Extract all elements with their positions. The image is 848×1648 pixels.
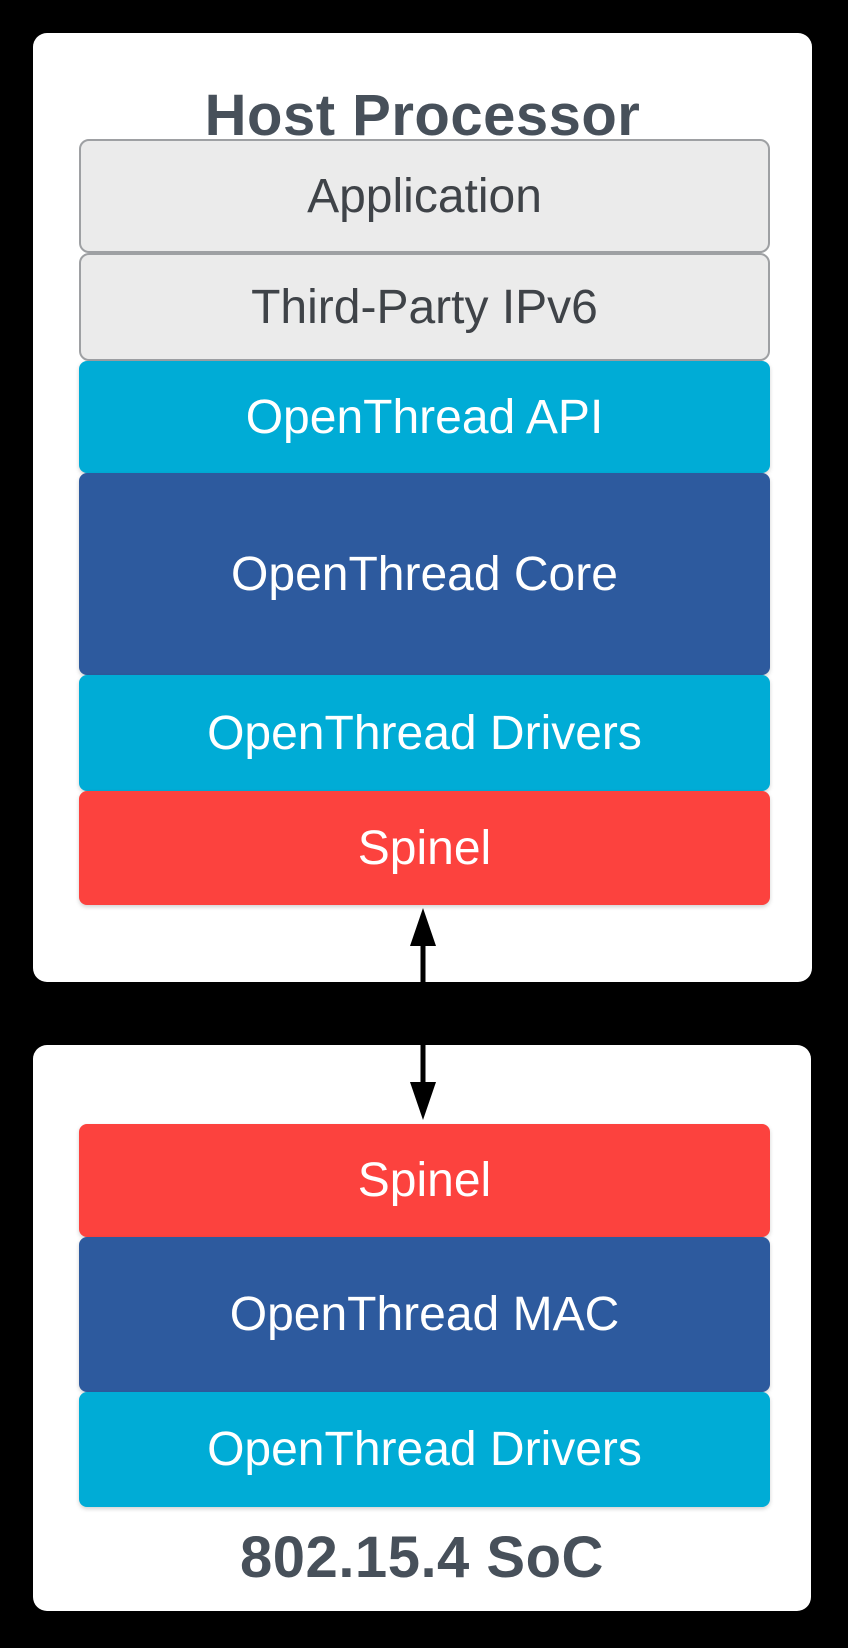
layer-spinel-soc: Spinel — [79, 1124, 770, 1237]
host-processor-title: Host Processor — [204, 83, 641, 148]
layer-openthread-drivers-soc: OpenThread Drivers — [79, 1392, 770, 1507]
layer-application: Application — [79, 139, 770, 253]
layer-spinel-host: Spinel — [79, 791, 770, 905]
soc-layer-stack: Spinel OpenThread MAC OpenThread Drivers — [79, 1124, 770, 1507]
bidirectional-arrow-icon — [410, 908, 436, 1120]
layer-openthread-core: OpenThread Core — [79, 473, 770, 675]
layer-openthread-drivers: OpenThread Drivers — [79, 675, 770, 791]
layer-openthread-mac: OpenThread MAC — [79, 1237, 770, 1392]
soc-title: 802.15.4 SoC — [240, 1525, 604, 1590]
layer-third-party-ipv6: Third-Party IPv6 — [79, 253, 770, 361]
soc-panel: Spinel OpenThread MAC OpenThread Drivers… — [33, 1045, 811, 1611]
host-layer-stack: Application Third-Party IPv6 OpenThread … — [79, 139, 770, 905]
layer-openthread-api: OpenThread API — [79, 361, 770, 473]
host-processor-panel: Host Processor Application Third-Party I… — [33, 33, 812, 982]
